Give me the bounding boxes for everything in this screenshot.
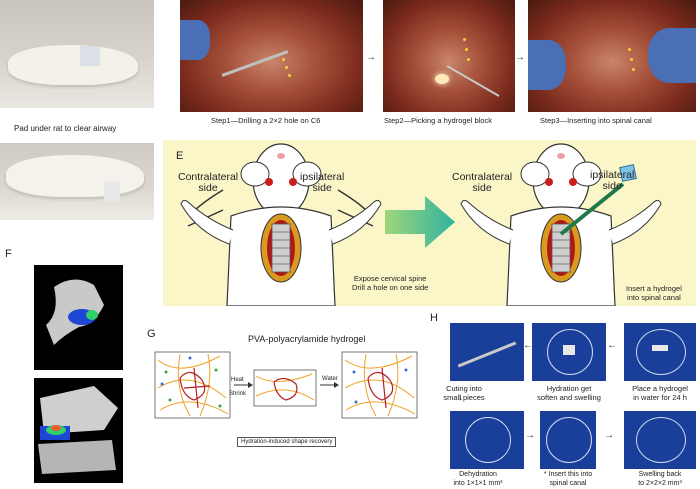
dish-dehydration (450, 411, 524, 469)
hydrogel-network-diagram (154, 351, 418, 419)
heat-label: Heat (231, 377, 244, 383)
panel-b-photo (180, 0, 363, 112)
panel-g-label: G (147, 328, 156, 340)
glove-b (180, 20, 210, 60)
glove-d-right (648, 28, 696, 83)
nose-cone-top (80, 46, 100, 66)
dish-insert (540, 411, 596, 469)
recovery-box: Hydration-induced shape recovery (237, 437, 337, 447)
panel-c-caption: Step2—Picking a hydrogel block (384, 116, 492, 125)
caption-dehydration: Dehydration into 1×1×1 mm³ (453, 471, 503, 487)
dish-cutting (450, 323, 524, 381)
panel-f-ct-bottom (34, 378, 123, 483)
hydrogel-piece (652, 345, 668, 351)
hydrogel-block-c (435, 74, 449, 84)
arrow-h-down: ↓ (458, 392, 463, 403)
caption-swelling: Swelling back to 2×2×2 mm³ (638, 471, 682, 487)
forceps-c (446, 65, 500, 97)
cutting-tool (457, 341, 517, 368)
petri-ring (636, 329, 686, 375)
petri-ring (636, 417, 686, 463)
right-contralateral-label: Contralateral side (452, 171, 513, 194)
airway-pad (104, 181, 120, 201)
marker-dot (467, 58, 470, 61)
glove-d (528, 40, 566, 90)
panel-d-photo (528, 0, 696, 112)
shrink-label: Shrink (229, 391, 247, 397)
expose-text: Expose cervical spine Drill a hole on on… (352, 274, 429, 292)
dish-hydration (532, 323, 606, 381)
left-ipsilateral-label: ipsilateral side (300, 171, 345, 194)
water-label: Water (322, 376, 338, 382)
panel-e-label: E (176, 150, 184, 162)
dish-swelling (624, 411, 696, 469)
rat-right (460, 143, 662, 306)
marker-dot (630, 58, 633, 61)
panel-h-label: H (430, 312, 438, 324)
rat-body-bottom (6, 155, 144, 197)
panel-e-illustration (180, 143, 662, 306)
marker-dot (285, 66, 288, 69)
marker-dot (628, 48, 631, 51)
arrow-h-2-to-1: ← (523, 340, 533, 351)
petri-ring (546, 417, 592, 463)
marker-dot (632, 68, 635, 71)
drill-b (221, 50, 289, 77)
arrow-h-3-to-2: ← (607, 340, 617, 351)
rat-body-top (8, 45, 138, 85)
petri-ring (465, 417, 511, 463)
panel-d-caption: Step3—Inserting into spinal canal (540, 116, 652, 125)
arrow-c-to-d: → (515, 52, 525, 63)
caption-cutting: Cuting into small pieces (443, 384, 485, 402)
hydrogel-title: PVA-polyacrylamide hydrogel (248, 334, 366, 344)
marker-dot (288, 74, 291, 77)
panel-b-caption: Step1—Drilling a 2×2 hole on C6 (211, 116, 321, 125)
petri-ring (547, 329, 593, 375)
big-green-arrow (385, 196, 455, 248)
hydrogel-piece (563, 345, 575, 355)
caption-hydration: Hydration get soften and swelling (537, 384, 601, 402)
caption-place: Place a hydrogel in water for 24 h (632, 384, 688, 402)
marker-dot (463, 38, 466, 41)
panel-a-photo-bottom (0, 143, 154, 220)
dish-place (624, 323, 696, 381)
arrow-h-4-to-5: → (525, 430, 535, 441)
insert-text: Insert a hydrogel into spinal canal (626, 284, 682, 302)
arrow-h-5-to-6: → (604, 430, 614, 441)
arrow-b-to-c: → (366, 52, 376, 63)
panel-c-photo (383, 0, 515, 112)
marker-dot (282, 58, 285, 61)
panel-a-caption: Pad under rat to clear airway (14, 124, 117, 133)
panel-a-photo-top (0, 0, 154, 108)
panel-f-label: F (5, 248, 12, 260)
left-contralateral-label: Contralateral side (178, 171, 239, 194)
right-ipsilateral-label: ipsilateral side (590, 169, 635, 192)
marker-dot (465, 48, 468, 51)
panel-f-ct-top (34, 265, 123, 370)
caption-insert: * Insert this into spinal canal (543, 471, 593, 487)
rat-left (180, 143, 382, 306)
